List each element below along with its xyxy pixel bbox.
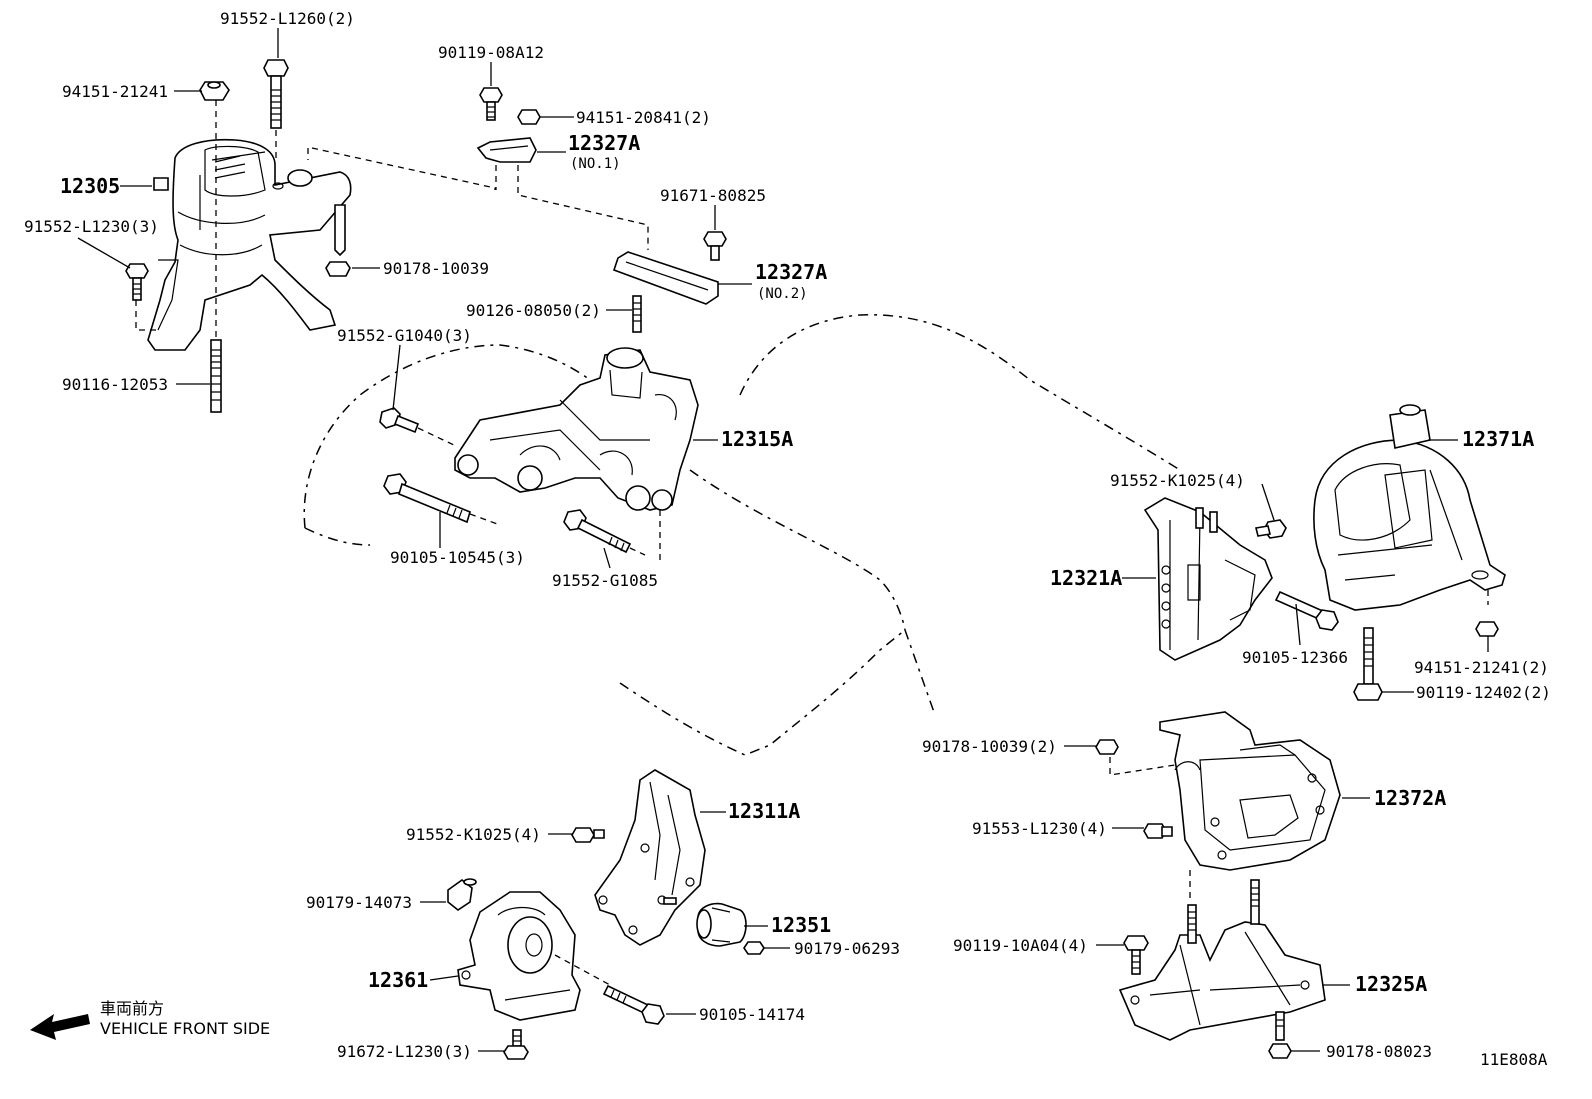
bolt-90119-10A04-icon xyxy=(1123,935,1149,975)
insulator-12361-icon xyxy=(457,891,581,1021)
bolt-91553-L1230-icon xyxy=(1143,823,1173,839)
label-94151-21241-2[interactable]: 94151-21241(2) xyxy=(1414,658,1549,677)
bolt-91552-L1260-icon xyxy=(263,59,289,129)
front-arrow-icon xyxy=(30,1014,90,1040)
label-91552-G1040[interactable]: 91552-G1040(3) xyxy=(337,326,472,345)
nut-90178-08023-icon xyxy=(1268,1043,1292,1059)
label-94151-20841[interactable]: 94151-20841(2) xyxy=(576,108,711,127)
label-90179-06293[interactable]: 90179-06293 xyxy=(794,939,900,958)
label-91552-G1085[interactable]: 91552-G1085 xyxy=(552,571,658,590)
legend-en-text: VEHICLE FRONT SIDE xyxy=(100,1019,270,1038)
label-90126-08050[interactable]: 90126-08050(2) xyxy=(466,301,601,320)
bolt-91552-L1230-icon xyxy=(125,263,149,301)
bracket-12327A-group xyxy=(476,87,727,333)
label-12371A[interactable]: 12371A xyxy=(1462,427,1534,451)
bolt-90105-12366-icon xyxy=(1274,590,1339,631)
bolt-90105-14174-icon xyxy=(602,984,665,1025)
bolt-91552-G1040-icon xyxy=(379,407,420,434)
legend-jp-text: 車両前方 xyxy=(100,999,164,1018)
bracket-12327A-no2-icon xyxy=(612,251,719,305)
engine-outline xyxy=(303,314,1181,756)
mount-12361-group xyxy=(447,769,765,1060)
label-90105-10545[interactable]: 90105-10545(3) xyxy=(390,548,525,567)
bracket-12321A-icon xyxy=(1143,497,1273,661)
insulator-12372A-icon xyxy=(1159,711,1341,871)
vehicle-front-legend: 車両前方 VEHICLE FRONT SIDE xyxy=(30,999,270,1040)
bolt-91672-L1230-icon xyxy=(503,1029,529,1060)
nut-94151-21241-2-icon xyxy=(1475,621,1499,637)
label-90116-12053[interactable]: 90116-12053 xyxy=(62,375,168,394)
label-91552-L1230[interactable]: 91552-L1230(3) xyxy=(24,217,159,236)
nut-94151-20841-icon xyxy=(517,109,541,125)
bracket-12327A-no1-icon xyxy=(476,137,537,163)
label-12327A-no2[interactable]: 12327A xyxy=(755,260,827,284)
label-91671-80825[interactable]: 91671-80825 xyxy=(660,186,766,205)
mount-12305-assembly xyxy=(125,59,496,413)
bolt-90105-10545-icon xyxy=(383,473,471,524)
label-91552-L1260[interactable]: 91552-L1260(2) xyxy=(220,9,355,28)
mount-12371A-group xyxy=(1143,404,1506,701)
label-90178-10039[interactable]: 90178-10039 xyxy=(383,259,489,278)
bracket-12325A-icon xyxy=(1118,879,1326,1041)
engine-mount-12305-icon xyxy=(147,138,352,351)
label-91672-L1230[interactable]: 91672-L1230(3) xyxy=(337,1042,472,1061)
label-12372A[interactable]: 12372A xyxy=(1374,786,1446,810)
bolt-91552-G1085-icon xyxy=(563,509,632,554)
bolt-91552-K1025-left-icon xyxy=(571,827,605,843)
bracket-12311A-icon xyxy=(594,769,706,946)
label-12327A-no2-sub: (NO.2) xyxy=(757,286,808,302)
nut-90179-06293-icon xyxy=(743,941,765,955)
label-90105-12366[interactable]: 90105-12366 xyxy=(1242,648,1348,667)
nut-94151-21241-icon xyxy=(199,81,230,101)
label-12327A-no1-sub: (NO.1) xyxy=(570,156,621,172)
bolt-90119-08A12-icon xyxy=(479,87,503,121)
label-12351[interactable]: 12351 xyxy=(771,913,831,937)
label-90119-08A12[interactable]: 90119-08A12 xyxy=(438,43,544,62)
label-91552-K1025-left[interactable]: 91552-K1025(4) xyxy=(406,825,541,844)
bushing-12351-icon xyxy=(696,902,747,947)
label-90178-08023[interactable]: 90178-08023 xyxy=(1326,1042,1432,1061)
bracket-12315A-group xyxy=(379,347,699,560)
label-12315A[interactable]: 12315A xyxy=(721,427,793,451)
nut-90178-10039-icon xyxy=(325,261,351,277)
diagram-code: 11E808A xyxy=(1480,1050,1548,1069)
label-94151-21241[interactable]: 94151-21241 xyxy=(62,82,168,101)
bolt-90119-12402-icon xyxy=(1353,627,1383,701)
label-12325A[interactable]: 12325A xyxy=(1355,972,1427,996)
nut-90178-10039-2-icon xyxy=(1095,739,1119,755)
label-91552-K1025-right[interactable]: 91552-K1025(4) xyxy=(1110,471,1245,490)
stud-90116-12053-icon xyxy=(210,339,222,413)
bolt-91671-80825-icon xyxy=(703,231,727,261)
label-12321A[interactable]: 12321A xyxy=(1050,566,1122,590)
label-90179-14073[interactable]: 90179-14073 xyxy=(306,893,412,912)
label-90119-12402[interactable]: 90119-12402(2) xyxy=(1416,683,1551,702)
label-12311A[interactable]: 12311A xyxy=(728,799,800,823)
label-12361[interactable]: 12361 xyxy=(368,968,428,992)
label-90119-10A04[interactable]: 90119-10A04(4) xyxy=(953,936,1088,955)
label-12327A-no1[interactable]: 12327A xyxy=(568,131,640,155)
mount-12372A-group xyxy=(1095,711,1341,1059)
insulator-12371A-icon xyxy=(1313,404,1506,611)
stopper-90179-14073-icon xyxy=(447,878,477,911)
label-91553-L1230[interactable]: 91553-L1230(4) xyxy=(972,819,1107,838)
label-12305[interactable]: 12305 xyxy=(60,174,120,198)
leader-lines xyxy=(77,28,1489,1052)
bracket-12315A-icon xyxy=(454,347,699,511)
label-90178-10039-2[interactable]: 90178-10039(2) xyxy=(922,737,1057,756)
bolt-91552-K1025-right-icon xyxy=(1255,519,1287,539)
label-90105-14174[interactable]: 90105-14174 xyxy=(699,1005,805,1024)
stud-90126-08050-icon xyxy=(632,295,642,333)
part-labels: 91552-L1260(2) 94151-21241 12305 91552-L… xyxy=(24,9,1551,1061)
